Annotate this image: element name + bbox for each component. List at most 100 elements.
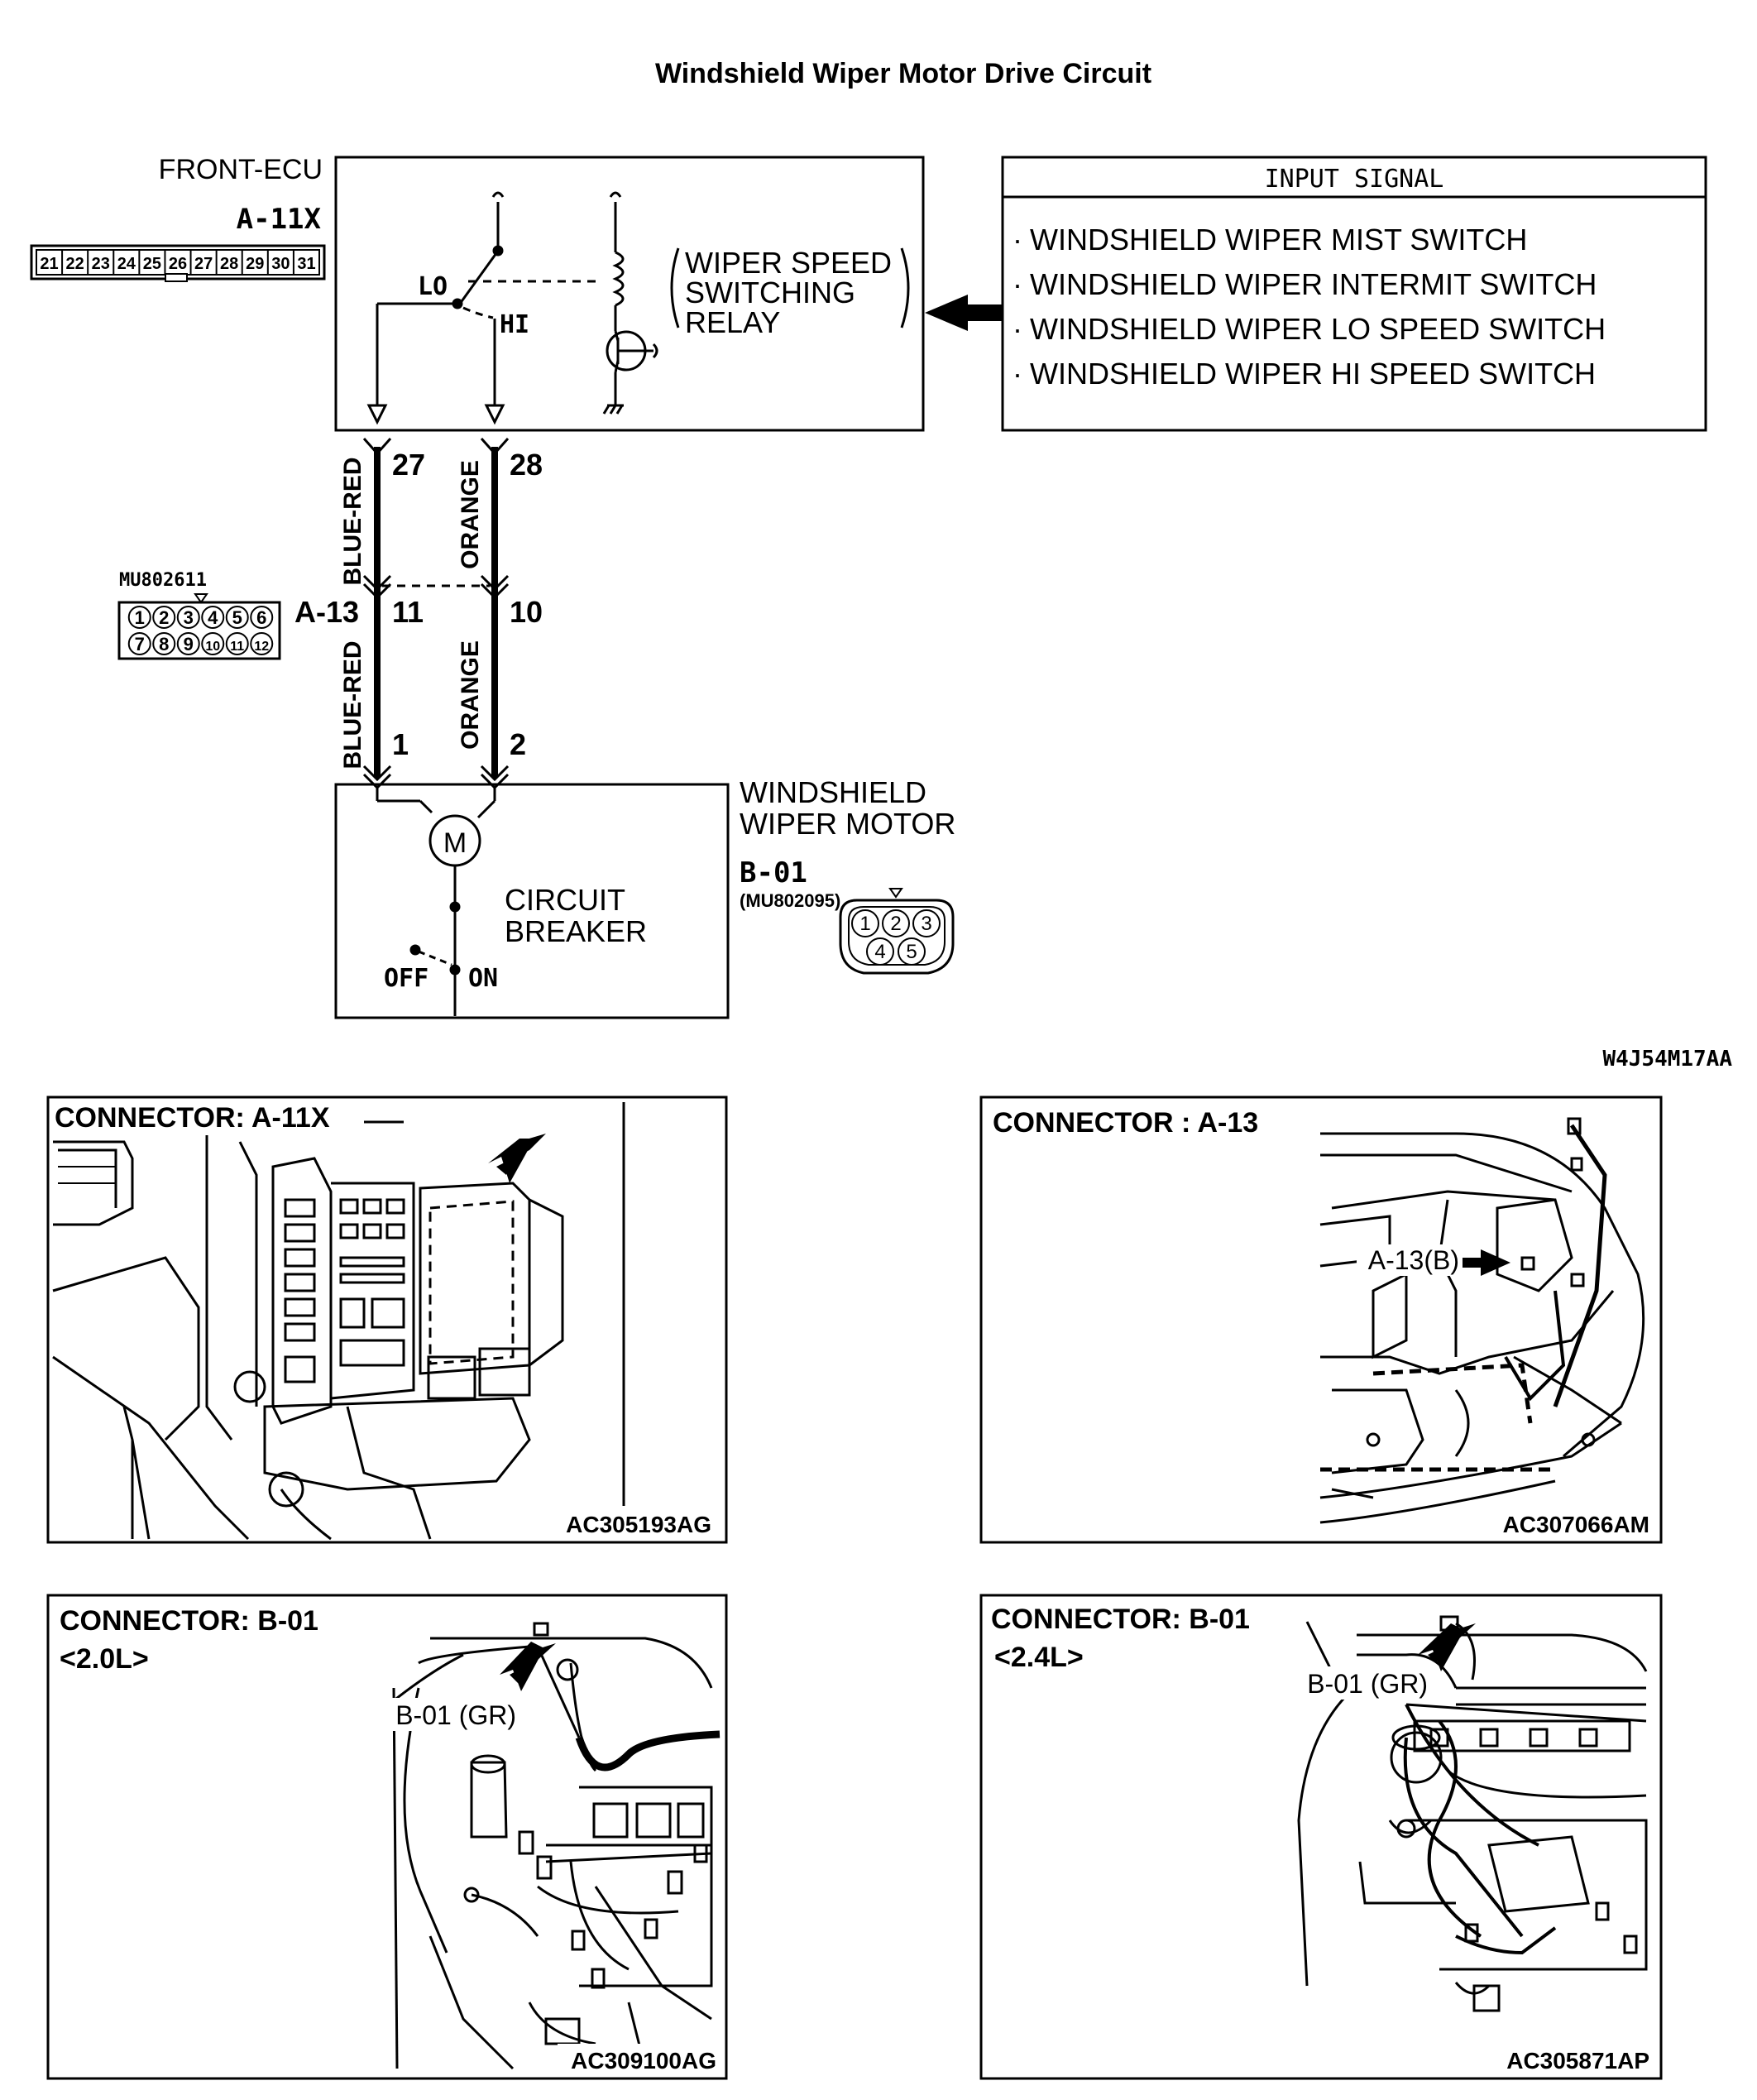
motor-connector-id: B-01 — [740, 856, 807, 889]
breaker-off-label: OFF — [384, 964, 428, 993]
a11x-pin-label: 25 — [143, 255, 161, 273]
a13-pin-circle — [225, 632, 249, 655]
a11x-connector-face: 21 22 23 24 25 26 27 28 29 30 31 — [30, 244, 326, 282]
wire-pin-2: 2 — [510, 727, 526, 761]
a13-pin-label: 9 — [184, 634, 194, 654]
breaker-label-line1: CIRCUIT — [505, 883, 625, 917]
a11x-pin-label: 24 — [117, 255, 136, 273]
relay-name-line2: SWITCHING — [685, 276, 855, 309]
motor-name-line1: WINDSHIELD — [740, 775, 926, 809]
a11x-pin-label: 30 — [271, 255, 290, 273]
a13-pin-circle — [176, 606, 200, 629]
page-title: Windshield Wiper Motor Drive Circuit — [655, 58, 1151, 89]
input-signal-item: WINDSHIELD WIPER HI SPEED SWITCH — [1030, 357, 1596, 391]
a13-pin-label: 4 — [208, 607, 218, 628]
a11x-pin-label: 21 — [40, 255, 58, 273]
panel-b01-24l-code: AC305871AP — [1506, 2048, 1649, 2074]
panel-connector-a11x: CONNECTOR: A-11X AC305193AG — [46, 1096, 728, 1544]
junction-part-number: MU802611 — [119, 570, 207, 591]
panel-b01-20l-callout: B-01 (GR) — [395, 1700, 516, 1730]
a13-pin-circle — [250, 606, 274, 629]
a13-pin-circle — [152, 632, 176, 655]
panel-a13-code: AC307066AM — [1503, 1512, 1649, 1537]
wire-color-left-top: BLUE-RED — [339, 458, 366, 586]
breaker-on-label: ON — [468, 964, 498, 993]
motor-symbol: M — [443, 827, 467, 859]
a11x-pin-row: 21 22 23 24 25 26 27 28 29 30 31 — [40, 250, 316, 275]
input-signal-list: · WINDSHIELD WIPER MIST SWITCH · WINDSHI… — [1013, 223, 1606, 391]
input-signal-item: · — [1013, 357, 1022, 391]
input-signal-header: INPUT SIGNAL — [1265, 165, 1444, 194]
a13-pin-label: 7 — [135, 634, 145, 654]
panel-a11x-title: CONNECTOR: A-11X — [55, 1102, 330, 1134]
b01-pin-label: 4 — [874, 941, 885, 963]
relay-name-line3: RELAY — [685, 305, 780, 339]
ecu-connector-id: A-11X — [237, 203, 322, 236]
motor-circuit — [376, 788, 496, 1016]
panel-connector-b01-24l: B-01 (GR) CONNECTOR: B-01 <2.4L> AC30587… — [979, 1594, 1663, 2080]
a13-pin-label: 2 — [159, 607, 169, 628]
a13-pin-circle — [127, 632, 151, 655]
a13-pin-circle — [127, 606, 151, 629]
a11x-pin-label: 22 — [66, 255, 84, 273]
b01-pin-circle — [912, 909, 941, 937]
panel-a11x-code: AC305193AG — [566, 1512, 711, 1537]
wire-pin-27: 27 — [392, 448, 425, 482]
b01-pin-label: 3 — [921, 913, 931, 935]
panel-b01-20l-title: CONNECTOR: B-01 — [60, 1605, 318, 1637]
wire-color-right-top: ORANGE — [457, 460, 484, 569]
ecu-box — [334, 156, 925, 432]
relay-hi-label: HI — [500, 310, 529, 339]
b01-pin-circle — [898, 937, 926, 966]
input-signal-item: WINDSHIELD WIPER LO SPEED SWITCH — [1030, 312, 1606, 346]
breaker-label-line2: BREAKER — [505, 914, 647, 948]
a11x-pin-label: 31 — [297, 255, 315, 273]
b01-pin-circle — [851, 909, 879, 937]
panel-b01-24l-callout: B-01 (GR) — [1307, 1669, 1428, 1699]
a13-pin-circle — [250, 632, 274, 655]
a13-pin-label: 5 — [232, 607, 242, 628]
a13-pin-label: 10 — [205, 640, 220, 654]
input-signal-item: · — [1013, 223, 1022, 257]
panel-b01-24l-title: CONNECTOR: B-01 — [991, 1604, 1250, 1635]
input-signal-item: · — [1013, 312, 1022, 346]
b01-pin-label: 5 — [906, 941, 917, 963]
panel-connector-b01-20l: B-01 (GR) CONNECTOR: B-01 <2.0L> AC30910… — [46, 1594, 728, 2080]
a13-pin-label: 11 — [230, 640, 244, 654]
a11x-pin-label: 26 — [169, 255, 187, 273]
wire-pin-1: 1 — [392, 727, 409, 761]
panel-b01-24l-subtitle: <2.4L> — [994, 1642, 1084, 1673]
relay-name-line1: WIPER SPEED — [685, 246, 892, 280]
a13-pin-label: 6 — [256, 607, 266, 628]
input-signal-item: WINDSHIELD WIPER INTERMIT SWITCH — [1030, 267, 1597, 301]
panel-a13-title: CONNECTOR : A-13 — [993, 1107, 1258, 1139]
a11x-pin-label: 23 — [92, 255, 110, 273]
a11x-pin-label: 28 — [220, 255, 238, 273]
b01-pin-label: 1 — [859, 913, 870, 935]
wire-pin-11: 11 — [392, 595, 424, 629]
a11x-pin-label: 27 — [194, 255, 213, 273]
panel-b01-20l-subtitle: <2.0L> — [60, 1643, 149, 1675]
motor-box — [334, 783, 730, 1019]
a13-pin-label: 8 — [159, 634, 169, 654]
wire-color-left-bottom: BLUE-RED — [339, 641, 366, 770]
a13-pin-circle — [225, 606, 249, 629]
b01-pin-circle — [882, 909, 910, 937]
junction-key-icon — [194, 593, 208, 604]
input-arrow-icon — [925, 295, 1003, 331]
a13-pin-circle — [152, 606, 176, 629]
figure-code: W4J54M17AA — [1602, 1047, 1732, 1072]
input-signal-box — [1001, 156, 1707, 432]
a13-pin-circle — [176, 632, 200, 655]
panel-b01-20l-code: AC309100AG — [571, 2048, 716, 2074]
panel-connector-a13: A-13(B) CONNECTOR : A-13 AC307066AM — [979, 1096, 1663, 1544]
motor-name-line2: WIPER MOTOR — [740, 807, 955, 841]
wiper-speed-switching-relay — [366, 191, 910, 425]
a13-pin-label: 12 — [254, 640, 269, 654]
junction-connector-id: A-13 — [294, 595, 359, 629]
b01-pin-circle — [866, 937, 894, 966]
a11x-pin-label: 29 — [246, 255, 264, 273]
